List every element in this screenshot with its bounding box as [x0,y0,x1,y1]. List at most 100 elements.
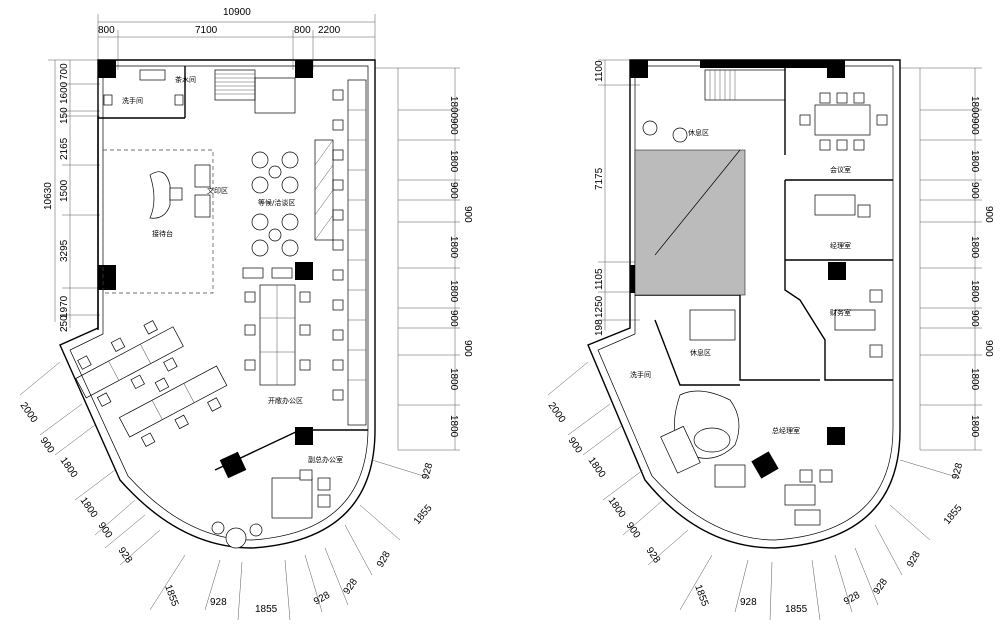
bed [689,309,736,341]
label-gm-office: 总经理室 [772,426,800,435]
left-floor-plan: 10900 800 7100 800 2200 10630 700 1600 1… [18,7,473,621]
dim-right-seg-6: 1800 [448,236,459,259]
dim-r-curve-b5: 928 [871,576,890,596]
column [295,60,313,78]
dim-r-right-6: 1800 [969,236,980,259]
dim-r-left-3: 1105 [594,268,605,290]
meeting-furniture [799,92,888,151]
dim-right-seg-1: 1800 [448,96,459,119]
void-area [634,149,746,296]
dim-r-curve-l3: 1800 [586,455,608,480]
dim-left-seg-5: 1500 [59,179,70,202]
wall-workstations [314,79,367,426]
dim-r-curve-b4: 928 [842,590,862,608]
label-meeting-room: 会议室 [830,165,851,174]
dim-r-curve-b2: 928 [740,597,757,608]
dim-r-curve-l2: 900 [566,435,585,455]
outer-wall-right [587,59,901,549]
dim-left-seg-7: 1970 [59,295,70,318]
dim-r-curve-r2: 1855 [942,502,965,526]
dim-curve-r2: 1855 [412,502,435,526]
dim-r-right-5: 900 [983,206,994,223]
column [751,451,779,479]
stairs [214,69,296,114]
reception-zone [102,149,214,294]
dim-right-seg-10: 1800 [448,368,459,391]
chair [169,187,183,201]
dim-left-seg-4: 2165 [59,137,70,160]
column [98,60,116,78]
label-washroom: 洗手间 [630,370,651,379]
label-lounge-mid: 休息区 [690,348,711,357]
inner-wall-line [597,65,894,541]
chair [672,127,688,143]
dim-r-curve-b3: 1855 [785,604,808,615]
dim-r-right-10: 1800 [969,368,980,391]
dim-right-seg-3: 1800 [448,150,459,173]
dim-r-right-11: 1800 [969,415,980,438]
chair [857,204,871,218]
left-right-dimensions: 1800 900 1800 900 900 1800 1800 900 900 … [375,67,473,451]
dim-curve-b3: 1855 [255,604,278,615]
dim-r-curve-r1: 928 [905,549,923,569]
dim-r-curve-l6: 928 [644,545,663,565]
dim-curve-r3: 928 [420,461,435,480]
left-top-dimensions: 10900 800 7100 800 2200 [97,7,376,70]
dim-top-seg-4: 2200 [318,25,341,36]
column [219,451,247,479]
label-reception: 接待台 [152,229,173,238]
dim-r-curve-r3: 928 [950,461,965,480]
right-curve-dimensions: 2000 900 1800 1800 900 928 1855 928 1855… [546,361,965,621]
dim-right-seg-2: 900 [448,118,459,135]
dim-right-seg-11: 1800 [448,415,459,438]
right-plan-right-dimensions: 1800 900 1800 900 900 1800 1800 900 900 … [900,67,994,451]
dim-curve-b2: 928 [210,597,227,608]
reception-desk [149,171,171,219]
dim-r-right-1: 1800 [969,96,980,119]
label-washroom: 洗手间 [122,96,143,105]
finance-desk [834,309,876,331]
column [827,60,845,78]
column [828,262,846,280]
label-tea-room: 茶水间 [175,75,196,84]
label-print-area: 文印区 [207,186,228,195]
label-vice-gm-office: 副总办公室 [308,455,343,464]
dim-top-total: 10900 [223,7,251,18]
label-finance-office: 财务室 [830,308,851,317]
dim-top-seg-2: 7100 [195,25,218,36]
column [98,265,116,290]
label-waiting: 等候/洽谈区 [258,198,295,207]
dim-curve-l5: 900 [96,520,115,540]
right-plan-left-dimensions: 1100 7175 1105 1250 198 [594,59,640,336]
label-manager-office: 经理室 [830,241,851,250]
dim-right-seg-8: 900 [448,310,459,327]
left-curve-dimensions: 2000 900 1800 1800 900 928 1855 928 1855… [18,361,435,621]
dim-r-right-7: 1800 [969,280,980,303]
label-open-office: 开敞办公区 [268,396,303,405]
dim-r-curve-l5: 900 [624,520,643,540]
void-line [654,149,741,256]
right-floor-plan: 1100 7175 1105 1250 198 1800 900 1800 90… [546,59,994,621]
dim-r-right-8: 900 [969,310,980,327]
toilet [103,94,113,106]
dim-r-left-1: 1100 [594,60,605,82]
column [630,60,648,78]
printer [194,164,211,188]
dim-curve-b4: 928 [312,590,332,608]
printer [194,194,211,218]
toilet [174,94,184,106]
dim-curve-b1: 1855 [162,583,180,608]
label-lounge-top: 休息区 [688,128,709,137]
partition-walls [784,66,893,381]
dim-curve-l2: 900 [38,435,57,455]
dim-r-right-4: 900 [969,182,980,199]
dim-right-seg-9: 900 [462,340,473,357]
dim-r-left-2: 7175 [594,167,605,190]
top-wall-beam [700,60,835,68]
dim-curve-b5: 928 [341,576,360,596]
dim-curve-l4: 1800 [78,495,100,520]
dim-left-seg-1: 700 [59,63,70,80]
inner-wall-line [69,65,369,541]
dim-right-seg-7: 1800 [448,280,459,303]
